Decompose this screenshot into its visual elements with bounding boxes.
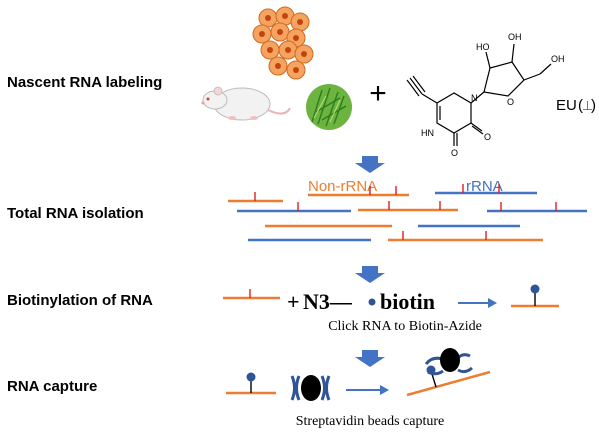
biotin-label: biotin (380, 289, 435, 314)
biotin-plus: + (287, 289, 300, 314)
right-arrow-icon (346, 385, 389, 395)
biotinylated-rna (511, 284, 559, 308)
step-label-isolation: Total RNA isolation (7, 205, 144, 222)
biotin-ball (368, 298, 376, 306)
eu-molecule (406, 43, 552, 146)
mol-o1: O (451, 148, 458, 158)
grass-icon (306, 84, 352, 130)
eu-label: EU (556, 97, 577, 114)
mol-oh2: OH (508, 32, 522, 42)
step-label-biotinylation: Biotinylation of RNA (7, 292, 153, 309)
labeling-plus: + (369, 77, 387, 110)
mol-oh3: OH (551, 54, 565, 64)
rrna-label: rRNA (466, 178, 503, 195)
step-label-capture: RNA capture (7, 378, 98, 395)
mol-n: N (471, 93, 478, 103)
mol-o3: O (507, 97, 514, 107)
mol-oh1: HO (476, 42, 490, 52)
eu-symbol: ⊥ (582, 99, 593, 114)
down-arrow-icon (355, 156, 385, 367)
rna-strands (228, 191, 587, 242)
non-rrna-label: Non-rRNA (308, 178, 377, 195)
rat-icon (201, 86, 291, 121)
eu-marks (254, 184, 557, 240)
n3-azide: N3— (303, 289, 353, 314)
right-arrow-icon (458, 298, 497, 308)
eu-paren-open: ( (578, 97, 583, 114)
eu-paren-close: ) (591, 97, 596, 114)
cell-cluster-icon (252, 6, 314, 80)
step-label-labeling: Nascent RNA labeling (7, 74, 163, 91)
biotinylated-rna (226, 372, 276, 395)
click-caption: Click RNA to Biotin-Azide (328, 319, 482, 334)
mol-o2: O (484, 132, 491, 142)
mol-nh: HN (421, 128, 434, 138)
streptavidin-bead-icon (290, 375, 331, 401)
capture-caption: Streptavidin beads capture (296, 414, 445, 429)
captured-complex (406, 348, 491, 397)
